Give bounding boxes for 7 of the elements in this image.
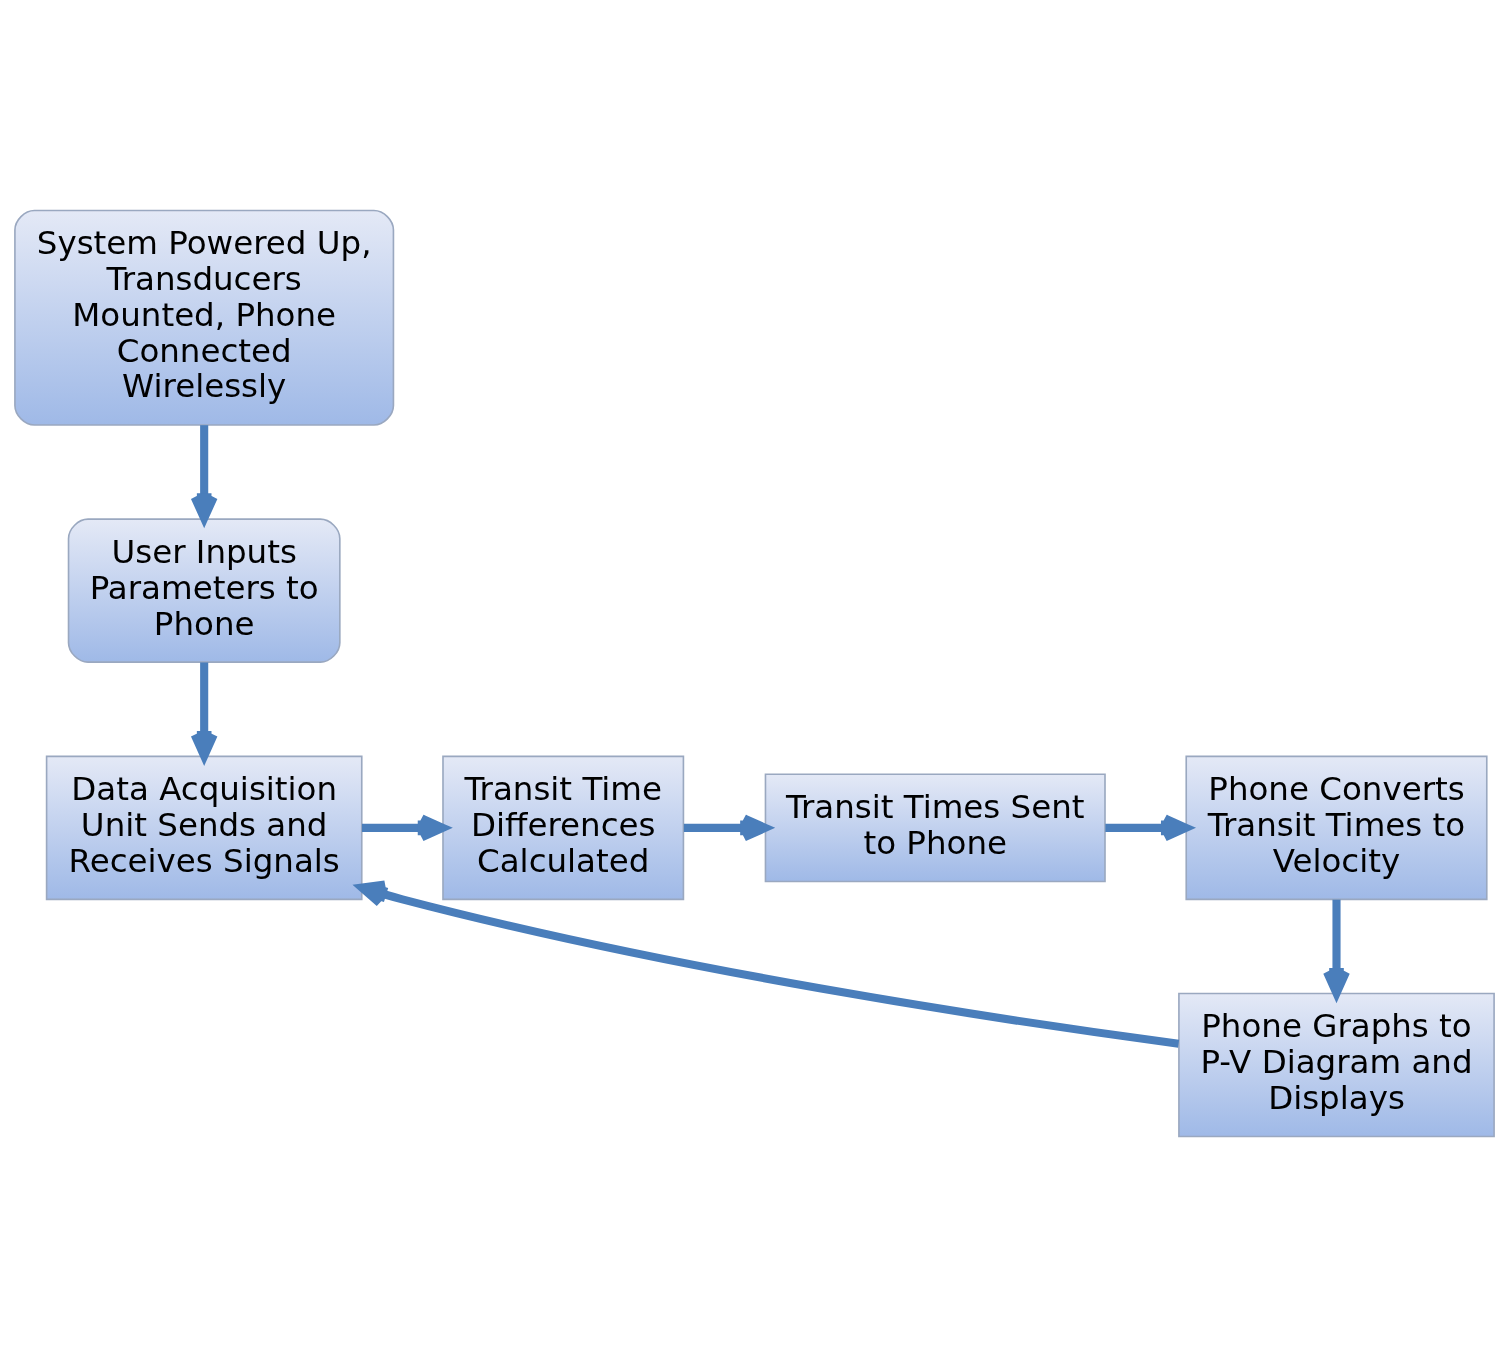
- node-box: Phone Converts Transit Times to Velocity: [1185, 755, 1488, 901]
- node-box: User Inputs Parameters to Phone: [67, 518, 341, 663]
- node-box: System Powered Up, Transducers Mounted, Phone Connected Wirelessly: [14, 209, 395, 426]
- node-box: Transit Time Differences Calculated: [442, 755, 685, 901]
- node-box: Phone Graphs to P-V Diagram and Displays: [1178, 992, 1495, 1138]
- node-box: Transit Times Sent to Phone: [764, 773, 1106, 883]
- node-box: Data Acquisition Unit Sends and Receives Signals: [45, 755, 363, 901]
